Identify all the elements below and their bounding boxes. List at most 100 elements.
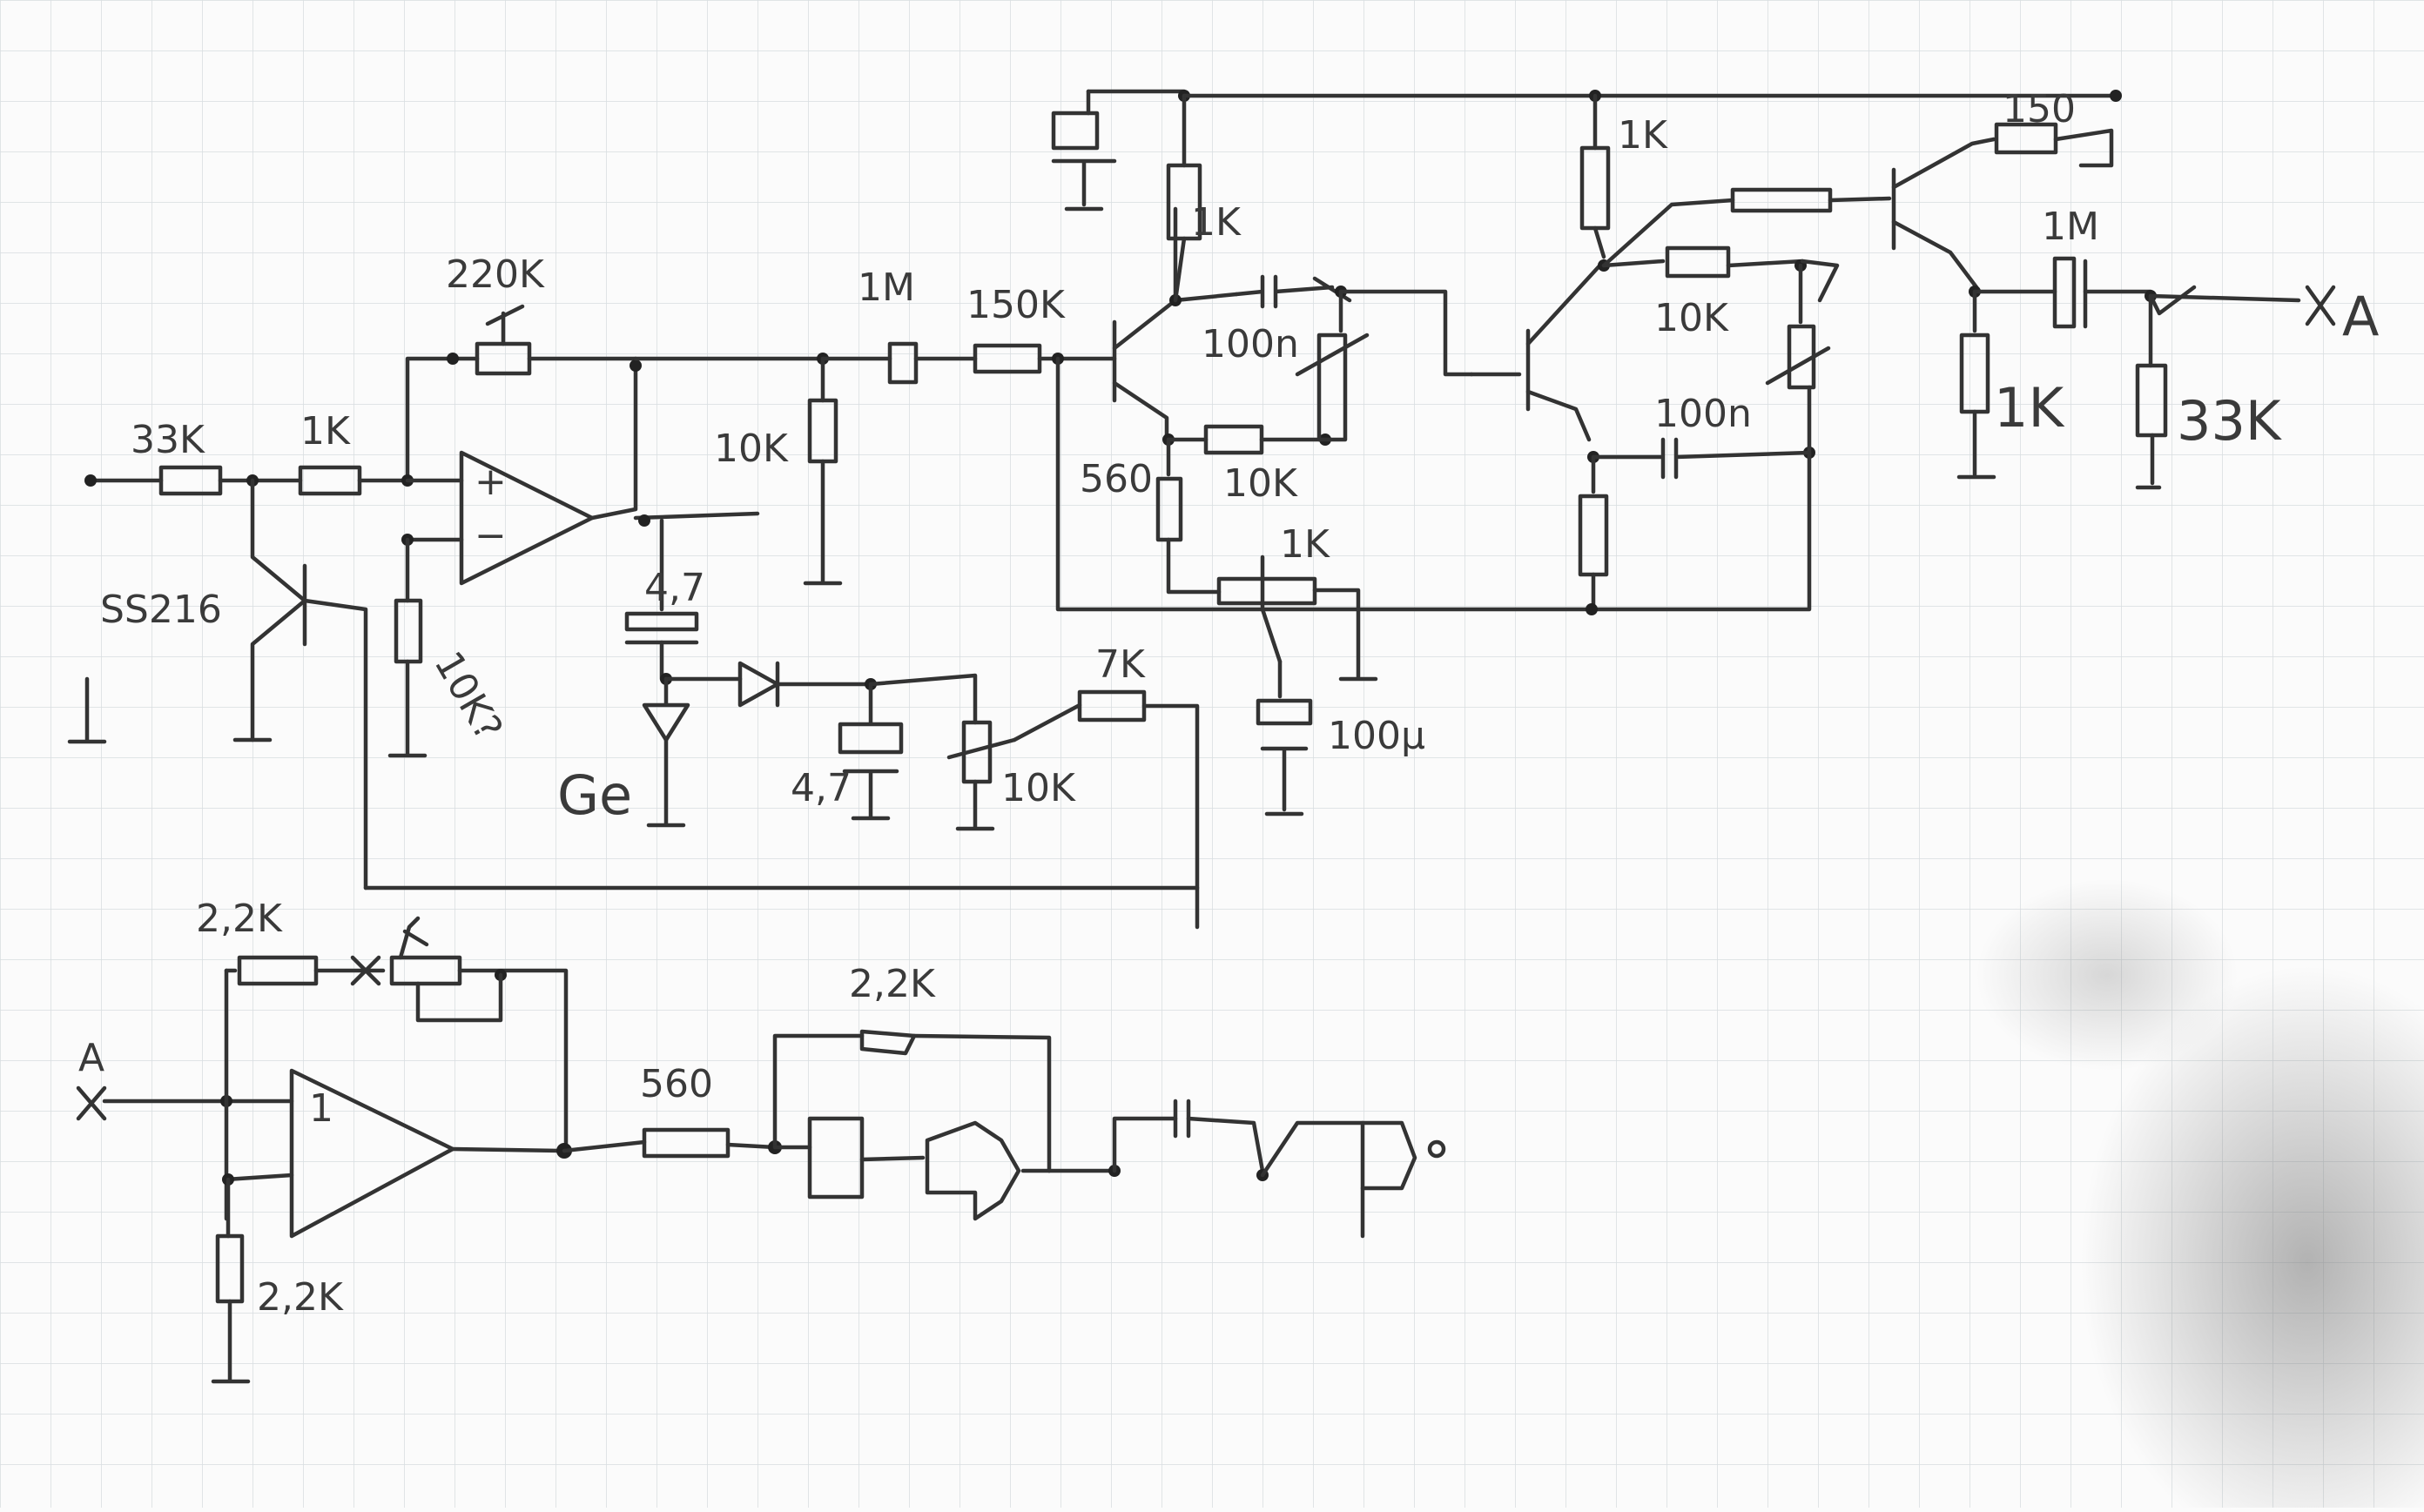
buffer-gain: 1 bbox=[309, 1086, 333, 1131]
ground-symbol bbox=[1312, 588, 1378, 682]
cap-4-7-b bbox=[838, 722, 904, 755]
wire-segment bbox=[2148, 293, 2301, 303]
label-1k-c: 1K bbox=[1994, 376, 2064, 440]
junction-dot bbox=[630, 360, 642, 372]
middle-stage bbox=[633, 89, 1474, 816]
wire-segment bbox=[224, 1173, 294, 1182]
logic-gate-2 bbox=[925, 1120, 1021, 1221]
label-1k-b: 1K bbox=[1618, 113, 1668, 158]
wire-segment bbox=[1601, 259, 1666, 268]
wire-segment bbox=[2148, 285, 2197, 316]
output-terminal-x bbox=[2305, 285, 2336, 326]
label-100u: 100µ bbox=[1328, 714, 1425, 758]
wire-segment bbox=[633, 511, 760, 521]
wire-segment bbox=[1141, 703, 1200, 930]
cap-1m-b bbox=[2052, 256, 2077, 329]
wire-segment bbox=[1012, 702, 1082, 743]
label-4-7-a: 4,7 bbox=[644, 566, 705, 610]
wire-segment bbox=[1112, 1116, 1178, 1173]
ground-symbol bbox=[2135, 433, 2162, 490]
cap-4-7-a bbox=[624, 611, 699, 632]
wire-segment bbox=[1828, 196, 1892, 203]
label-10k-d: 10K bbox=[1654, 296, 1729, 340]
ground-symbol bbox=[1260, 746, 1309, 816]
ground-symbol bbox=[67, 676, 107, 744]
label-1m-a: 1M bbox=[858, 265, 915, 310]
wire-segment bbox=[1891, 219, 1979, 290]
wire-segment bbox=[868, 673, 978, 725]
wire-segment bbox=[357, 356, 455, 483]
label-input-a: A bbox=[78, 1036, 104, 1080]
wire-segment bbox=[1234, 274, 1335, 309]
wire-segment bbox=[2053, 128, 2114, 168]
junction-dot bbox=[2110, 90, 2122, 102]
wire-segment bbox=[457, 968, 569, 1152]
wire-segment bbox=[302, 598, 368, 890]
wire-segment bbox=[250, 598, 307, 743]
label-10k-b: 10K bbox=[714, 427, 789, 471]
wire-segment bbox=[946, 737, 1017, 760]
buffer-triangle bbox=[289, 1068, 455, 1239]
wire-segment bbox=[859, 1155, 926, 1162]
wire-segment bbox=[1525, 259, 1606, 346]
label-output-a: A bbox=[2342, 285, 2379, 348]
bottom-stage bbox=[76, 916, 1446, 1384]
wire-segment bbox=[1260, 1120, 1365, 1178]
wire-segment bbox=[1592, 225, 1606, 259]
label-4-7-b: 4,7 bbox=[791, 766, 852, 810]
input-terminal bbox=[84, 474, 97, 487]
wire-segment bbox=[562, 1139, 647, 1153]
pot-100n bbox=[1316, 333, 1348, 442]
wire-segment bbox=[1186, 1116, 1265, 1173]
wire-segment bbox=[1112, 380, 1169, 438]
supply-cap bbox=[1051, 111, 1100, 151]
wire-segment bbox=[398, 916, 429, 960]
label-10k-c: 10K bbox=[1223, 461, 1298, 506]
labels: 33K 1K 220K SS216 10K? 4,7 Ge 4,7 10K 7K… bbox=[78, 87, 2379, 1320]
label-100n-a: 100n bbox=[1202, 322, 1299, 366]
wire-segment bbox=[1601, 198, 1735, 268]
wire-segment bbox=[1338, 289, 1474, 377]
opamp-minus: − bbox=[475, 514, 507, 558]
label-150k: 150K bbox=[966, 283, 1066, 327]
opamp-plus: + bbox=[475, 460, 507, 504]
ground-symbol bbox=[646, 737, 686, 828]
wire-segment bbox=[1800, 259, 1840, 303]
cap-1m-a bbox=[887, 341, 919, 385]
wire-segment bbox=[725, 1142, 778, 1150]
junction-dot bbox=[1586, 603, 1598, 615]
diode-triangle bbox=[737, 661, 780, 708]
wire-segment bbox=[912, 1033, 1052, 1173]
wire-segment bbox=[1356, 385, 1812, 612]
label-ge: Ge bbox=[557, 763, 632, 827]
ground-symbol bbox=[1956, 409, 1996, 480]
wire-segment bbox=[250, 478, 307, 603]
input-stage bbox=[67, 304, 1200, 930]
junction-dot bbox=[638, 514, 650, 527]
wire-segment bbox=[1051, 89, 1117, 212]
wire-segment bbox=[1166, 537, 1222, 595]
ground-symbol bbox=[211, 1299, 251, 1384]
wire-segment bbox=[415, 972, 503, 1023]
label-1m-b: 1M bbox=[2042, 205, 2099, 249]
cap-100u bbox=[1256, 698, 1313, 726]
label-2-2k-c: 2,2K bbox=[257, 1275, 344, 1320]
label-1k-in: 1K bbox=[300, 409, 351, 454]
label-1k-a: 1K bbox=[1191, 200, 1242, 245]
cross-mark bbox=[350, 955, 381, 986]
input-terminal-x bbox=[76, 1085, 107, 1121]
paper-stain bbox=[2081, 966, 2424, 1512]
wire-segment bbox=[772, 1033, 865, 1150]
wire-segment bbox=[485, 304, 525, 346]
wire-segment bbox=[1260, 554, 1283, 664]
gate-bubble bbox=[1427, 1139, 1446, 1159]
opamp-triangle bbox=[459, 450, 595, 586]
resistor-10k-d bbox=[1665, 245, 1731, 279]
wire-segment bbox=[1112, 298, 1178, 351]
ground-symbol bbox=[387, 659, 428, 758]
label-560-b: 560 bbox=[640, 1062, 713, 1106]
label-7k: 7K bbox=[1095, 642, 1146, 687]
label-150: 150 bbox=[2003, 87, 2076, 131]
